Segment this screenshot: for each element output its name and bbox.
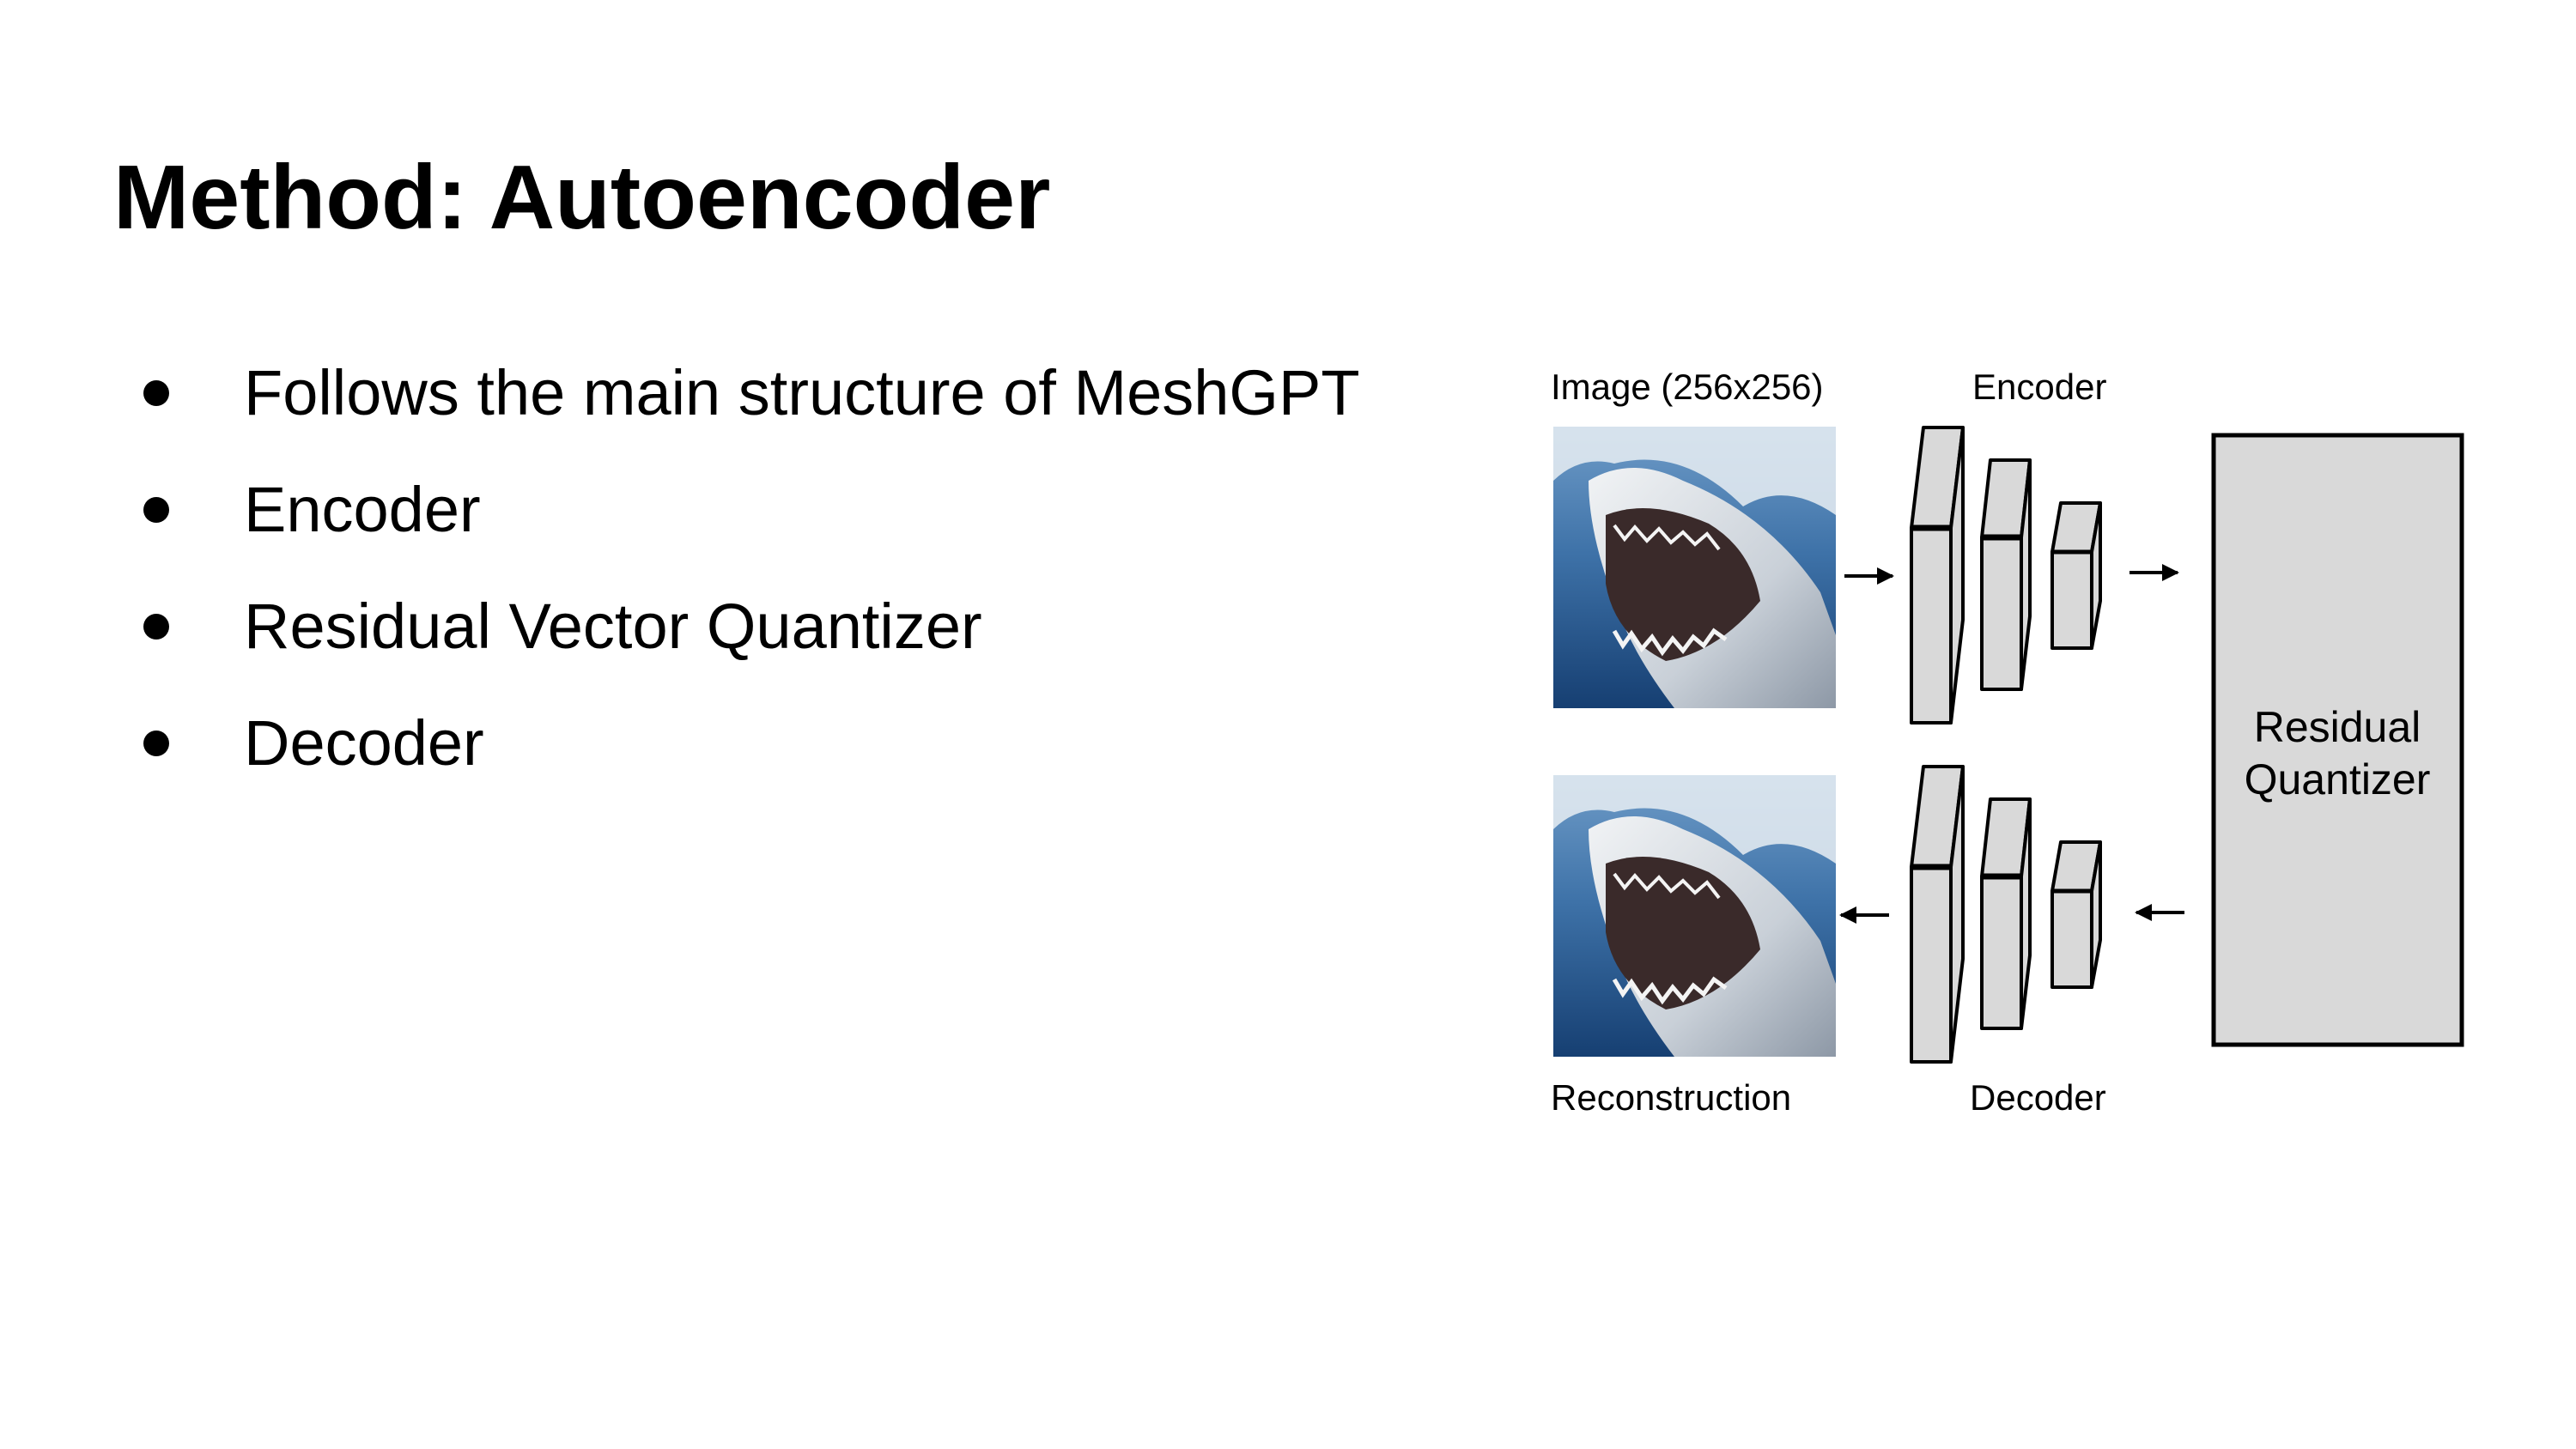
- bullet-item: Decoder: [0, 696, 1460, 791]
- decoder-layer-1-front: [1910, 865, 1953, 1064]
- reconstruction-image: [1553, 775, 1836, 1057]
- encoder-layer-2-front: [1980, 536, 2023, 691]
- bullet-item: Encoder: [0, 463, 1460, 557]
- bullet-dot-icon: [143, 497, 169, 523]
- encoder-layer-1-front: [1910, 526, 1953, 724]
- encoder-label: Encoder: [1972, 367, 2106, 407]
- slide-title: Method: Autoencoder: [113, 147, 1051, 248]
- bullet-text: Follows the main structure of MeshGPT: [244, 357, 1360, 428]
- bullet-text: Encoder: [244, 474, 481, 545]
- bullet-dot-icon: [143, 731, 169, 756]
- quantizer-label-line1: Residual: [2254, 703, 2421, 751]
- encoder-layer-3-front: [2050, 550, 2093, 650]
- bullet-item: Residual Vector Quantizer: [0, 579, 1460, 674]
- residual-quantizer-box: [2211, 433, 2464, 1047]
- encoder-blocks: [1910, 426, 2102, 724]
- reconstruction-label: Reconstruction: [1551, 1077, 1791, 1118]
- arrows: [1839, 564, 2184, 924]
- decoder-layer-3-front: [2050, 889, 2093, 989]
- bullet-text: Residual Vector Quantizer: [244, 591, 982, 662]
- quantizer-label-line2: Quantizer: [2245, 755, 2431, 803]
- decoder-blocks: [1910, 765, 2102, 1064]
- bullet-dot-icon: [143, 380, 169, 406]
- bullet-item: Follows the main structure of MeshGPT: [0, 346, 1460, 440]
- bullet-dot-icon: [143, 614, 169, 640]
- bullet-text: Decoder: [244, 707, 484, 779]
- input-image: [1553, 427, 1836, 708]
- decoder-layer-2-front: [1980, 875, 2023, 1030]
- decoder-label: Decoder: [1970, 1077, 2106, 1118]
- input-image-label: Image (256x256): [1551, 367, 1824, 407]
